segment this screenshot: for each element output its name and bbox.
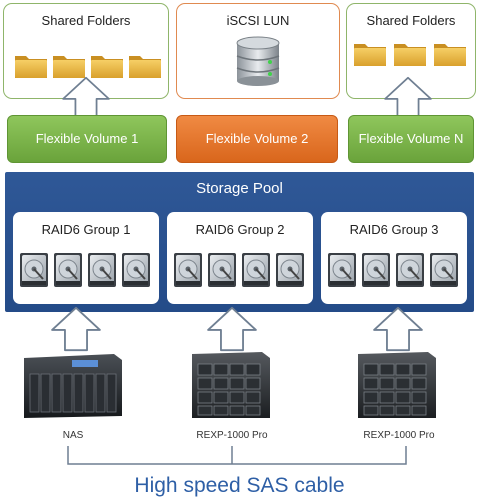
- sas-cable-line: [67, 446, 407, 465]
- hard-disk-icon: [121, 252, 151, 288]
- raid-group-3: RAID6 Group 3: [321, 212, 467, 304]
- nas-device-icon: [24, 354, 122, 418]
- rexp-label-2: REXP-1000 Pro: [363, 430, 435, 441]
- nas-label: NAS: [62, 430, 84, 441]
- up-arrow-icon: [373, 306, 423, 352]
- up-arrow-icon: [62, 76, 110, 120]
- rexp-label-1: REXP-1000 Pro: [196, 430, 268, 441]
- hard-disk-icon: [173, 252, 203, 288]
- raid-group-title: RAID6 Group 2: [195, 222, 285, 237]
- rexp-device-icon: [358, 352, 436, 418]
- raid-group-2: RAID6 Group 2: [167, 212, 313, 304]
- folder-icon: [433, 40, 467, 67]
- up-arrow-icon: [51, 306, 101, 352]
- hard-disk-icon: [87, 252, 117, 288]
- hard-disk-icon: [429, 252, 459, 288]
- hard-disk-icon: [395, 252, 425, 288]
- hard-disk-icon: [207, 252, 237, 288]
- folder-icon: [128, 52, 162, 79]
- database-icon: [236, 36, 280, 86]
- folder-icon: [90, 52, 124, 79]
- rexp-device-icon: [192, 352, 270, 418]
- folder-icon: [14, 52, 48, 79]
- storage-pool: Storage Pool RAID6 Group 1 RAID6 Group 2…: [5, 172, 474, 312]
- up-arrow-icon: [384, 76, 432, 120]
- hard-disk-icon: [241, 252, 271, 288]
- iscsi-lun-box: iSCSI LUN: [176, 3, 340, 99]
- storage-pool-title: Storage Pool: [196, 180, 283, 197]
- hard-disk-icon: [53, 252, 83, 288]
- sas-cable-label: High speed SAS cable: [134, 474, 345, 497]
- folder-icon: [353, 40, 387, 67]
- raid-group-1: RAID6 Group 1: [13, 212, 159, 304]
- up-arrow-icon: [207, 306, 257, 352]
- hard-disk-icon: [19, 252, 49, 288]
- flexible-volume-n: Flexible Volume N: [348, 115, 474, 163]
- shared-folders-box-right: Shared Folders: [346, 3, 476, 99]
- raid-group-title: RAID6 Group 3: [349, 222, 439, 237]
- iscsi-lun-title: iSCSI LUN: [226, 13, 290, 28]
- folder-icon: [393, 40, 427, 67]
- flexible-volume-2: Flexible Volume 2: [176, 115, 338, 163]
- flexible-volume-1: Flexible Volume 1: [7, 115, 167, 163]
- shared-folders-title-right: Shared Folders: [366, 13, 456, 28]
- hard-disk-icon: [275, 252, 305, 288]
- folder-icon: [52, 52, 86, 79]
- raid-group-title: RAID6 Group 1: [41, 222, 131, 237]
- shared-folders-title-left: Shared Folders: [41, 13, 131, 28]
- hard-disk-icon: [361, 252, 391, 288]
- hard-disk-icon: [327, 252, 357, 288]
